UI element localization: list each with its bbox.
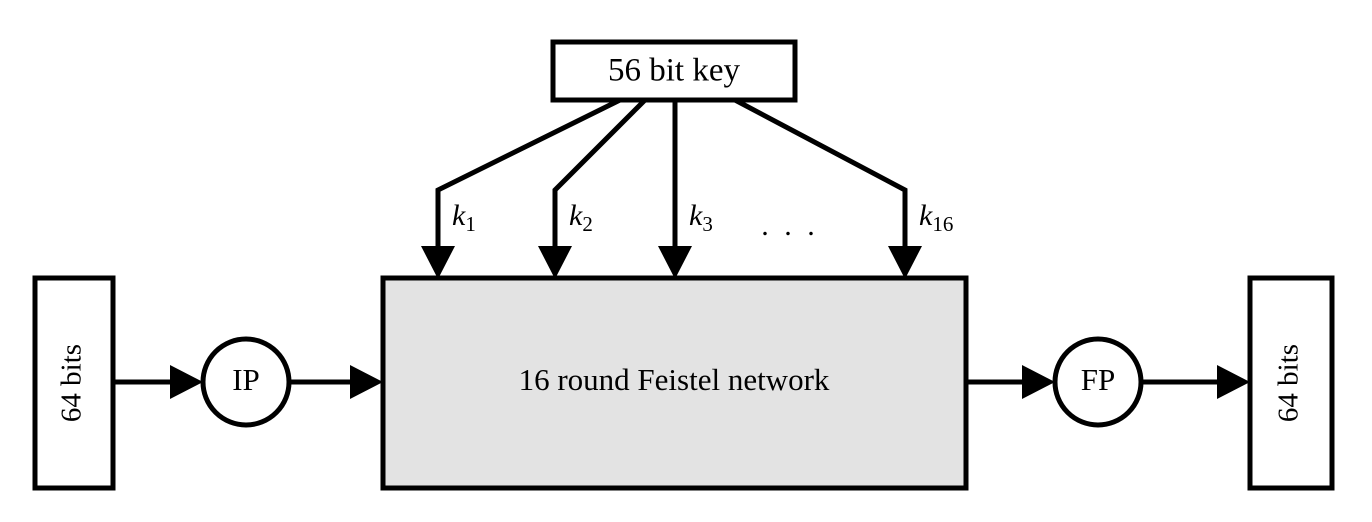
connector-network-to-fp <box>966 365 1055 399</box>
input-block-label: 64 bits <box>56 344 88 422</box>
output-block-label: 64 bits <box>1273 344 1305 422</box>
final-permutation-label: FP <box>1081 362 1115 397</box>
arrowhead-k2 <box>538 246 572 279</box>
arrowhead-k3 <box>658 246 692 279</box>
subkey-label-k16: k16 <box>919 199 953 236</box>
output-block[interactable]: 64 bits <box>1247 275 1335 491</box>
arrowhead-network-to-fp <box>1022 365 1055 399</box>
connector-ip-to-network <box>289 365 383 399</box>
input-block[interactable]: 64 bits <box>32 275 116 491</box>
subkey-line-k1 <box>435 97 622 262</box>
arrowhead-fp-to-output <box>1217 365 1250 399</box>
key-block[interactable]: 56 bit key <box>550 39 798 103</box>
feistel-network-block[interactable]: 16 round Feistel network <box>380 275 969 491</box>
input-block-rect <box>32 275 116 491</box>
subkey-fanout-lines <box>435 97 908 262</box>
subkey-line-k16 <box>733 97 908 262</box>
feistel-network-label: 16 round Feistel network <box>519 362 830 397</box>
subkey-arrowheads <box>421 246 922 279</box>
subkey-line-k2 <box>552 98 647 262</box>
arrowhead-input-to-ip <box>170 365 203 399</box>
arrowhead-ip-to-network <box>350 365 383 399</box>
subkey-label-k2: k2 <box>569 199 593 236</box>
output-block-rect <box>1247 275 1335 491</box>
initial-permutation-label: IP <box>232 362 260 397</box>
final-permutation-node[interactable]: FP <box>1052 336 1144 428</box>
key-block-label: 56 bit key <box>608 53 740 89</box>
subkey-ellipsis: . . . <box>761 209 819 242</box>
subkey-label-k3: k3 <box>689 199 713 236</box>
arrowhead-k1 <box>421 246 455 279</box>
connector-fp-to-output <box>1141 365 1250 399</box>
connector-input-to-ip <box>113 365 203 399</box>
subkey-labels: k1 k2 k3 k16 . . . <box>452 199 953 242</box>
arrowhead-k16 <box>888 246 922 279</box>
initial-permutation-node[interactable]: IP <box>200 336 292 428</box>
subkey-label-k1: k1 <box>452 199 476 236</box>
